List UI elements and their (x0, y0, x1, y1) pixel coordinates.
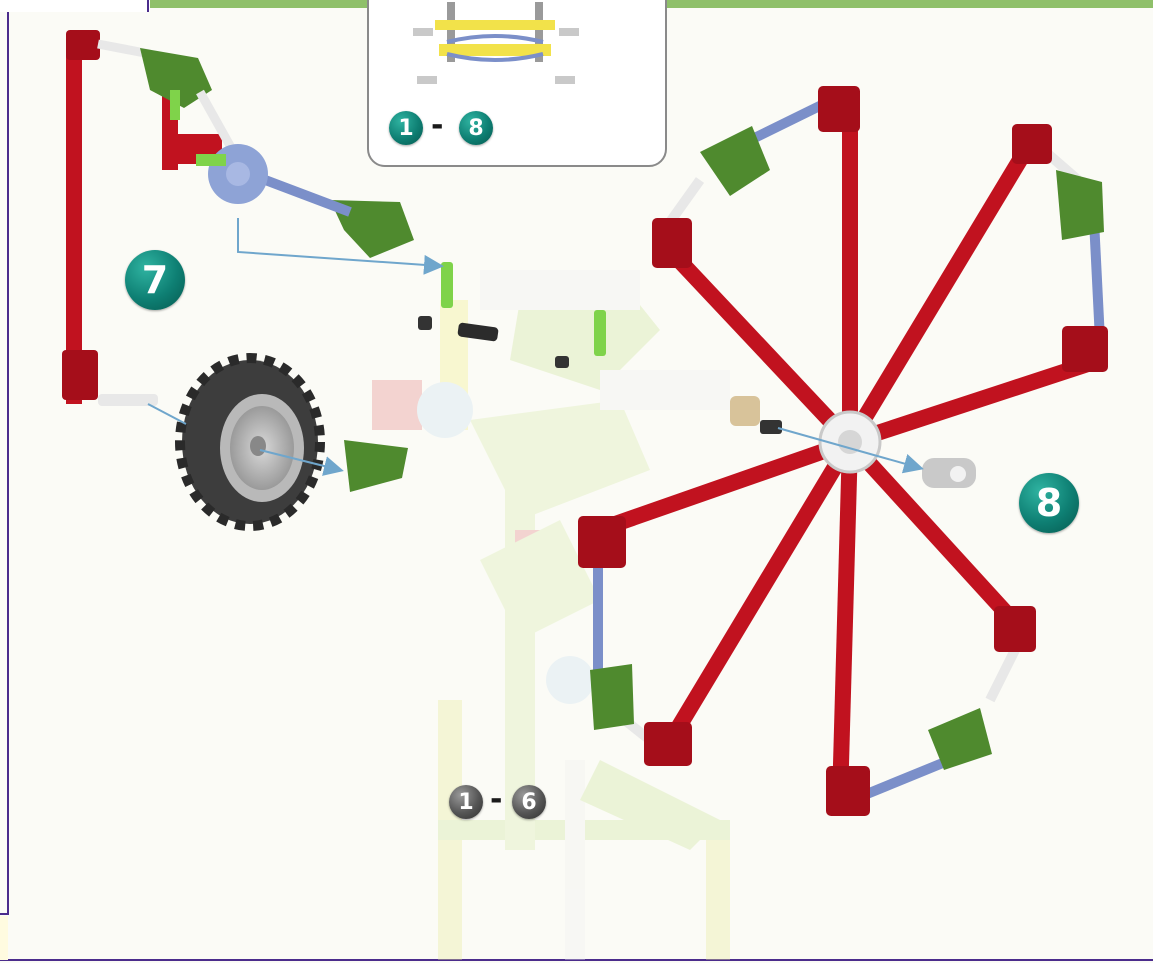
prior-step-start-badge: 1 (449, 785, 483, 819)
inset-preview-box: 1 - 8 (367, 0, 667, 167)
inset-range-separator: - (431, 108, 443, 143)
prior-step-end-badge: 6 (512, 785, 546, 819)
inset-step-start-badge: 1 (389, 111, 423, 145)
step-8-badge: 8 (1019, 473, 1079, 533)
prior-range-separator: - (490, 782, 502, 817)
arrow-hub-to-frame (238, 218, 440, 266)
inset-step-end-badge: 8 (459, 111, 493, 145)
windmill-blade-icon (578, 86, 1108, 816)
faded-tower-assembly (372, 270, 730, 960)
step-7-badge: 7 (125, 250, 185, 310)
arrow-frame-to-tire (148, 404, 186, 424)
tire-icon (180, 358, 320, 526)
